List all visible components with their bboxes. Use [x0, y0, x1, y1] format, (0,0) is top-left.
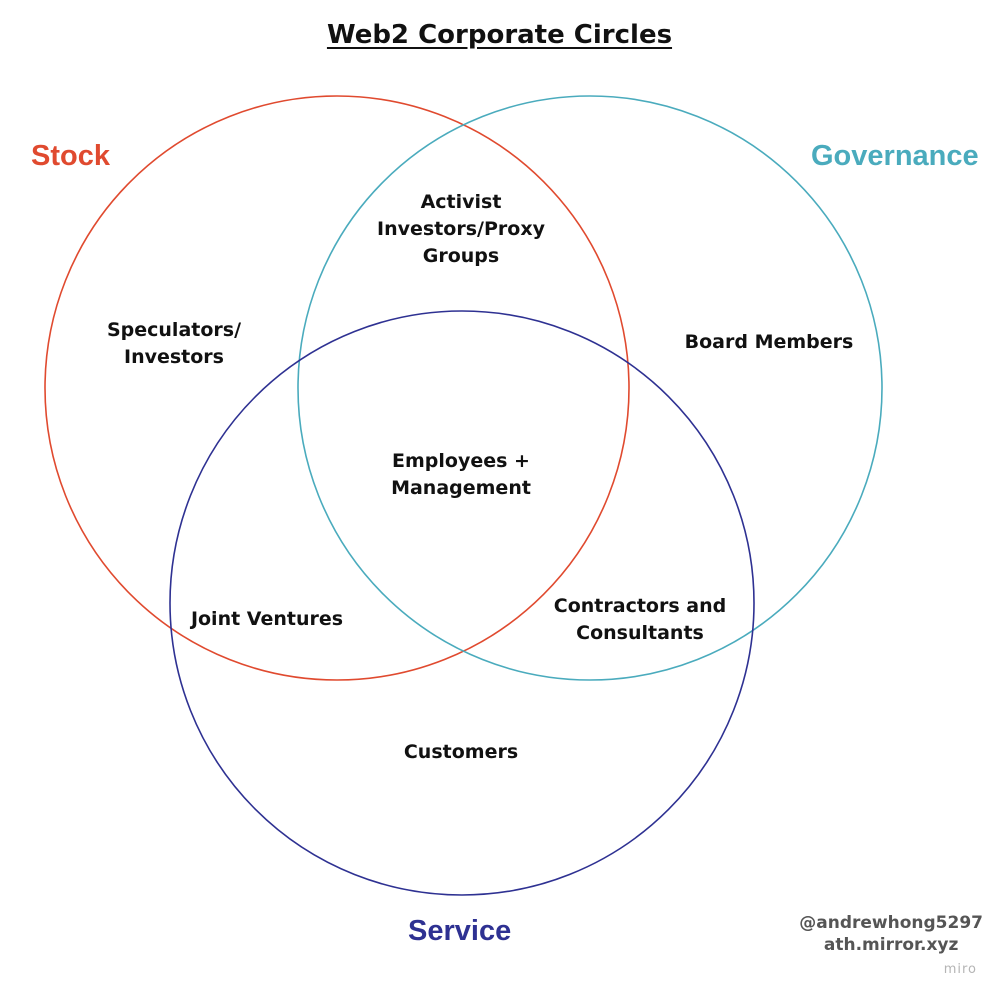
governance-circle-label: Governance [811, 140, 979, 172]
region-line: Joint Ventures [190, 608, 344, 630]
region-line: Consultants [576, 622, 704, 644]
region-line: Management [391, 477, 531, 499]
stock-circle-label: Stock [31, 140, 110, 172]
region-all-three: Employees + Management [391, 448, 531, 502]
region-line: Employees + [392, 450, 530, 472]
author-handle: @andrewhong5297 [799, 913, 983, 933]
author-site: ath.mirror.xyz [823, 935, 959, 955]
service-circle-label: Service [408, 915, 512, 947]
region-stock-governance: Activist Investors/Proxy Groups [377, 189, 545, 270]
region-line: Speculators/ [106, 319, 242, 341]
region-line: Groups [422, 245, 500, 267]
region-line: Activist [420, 191, 502, 213]
region-line: Contractors and [553, 595, 727, 617]
region-line: Board Members [684, 331, 854, 353]
region-stock-only: Speculators/ Investors [107, 317, 241, 371]
region-line: Customers [403, 741, 519, 763]
region-governance-only: Board Members [685, 329, 854, 356]
service-circle [169, 310, 755, 896]
miro-watermark: miro [943, 962, 977, 977]
governance-circle [297, 95, 883, 681]
region-line: Investors/Proxy [377, 218, 545, 240]
region-service-only: Customers [404, 739, 518, 766]
stock-circle [44, 95, 630, 681]
author-credit: @andrewhong5297 ath.mirror.xyz [799, 912, 983, 956]
region-governance-service: Contractors and Consultants [554, 593, 726, 647]
region-line: Investors [124, 346, 224, 368]
diagram-title: Web2 Corporate Circles [326, 20, 673, 50]
region-stock-service: Joint Ventures [191, 606, 343, 633]
